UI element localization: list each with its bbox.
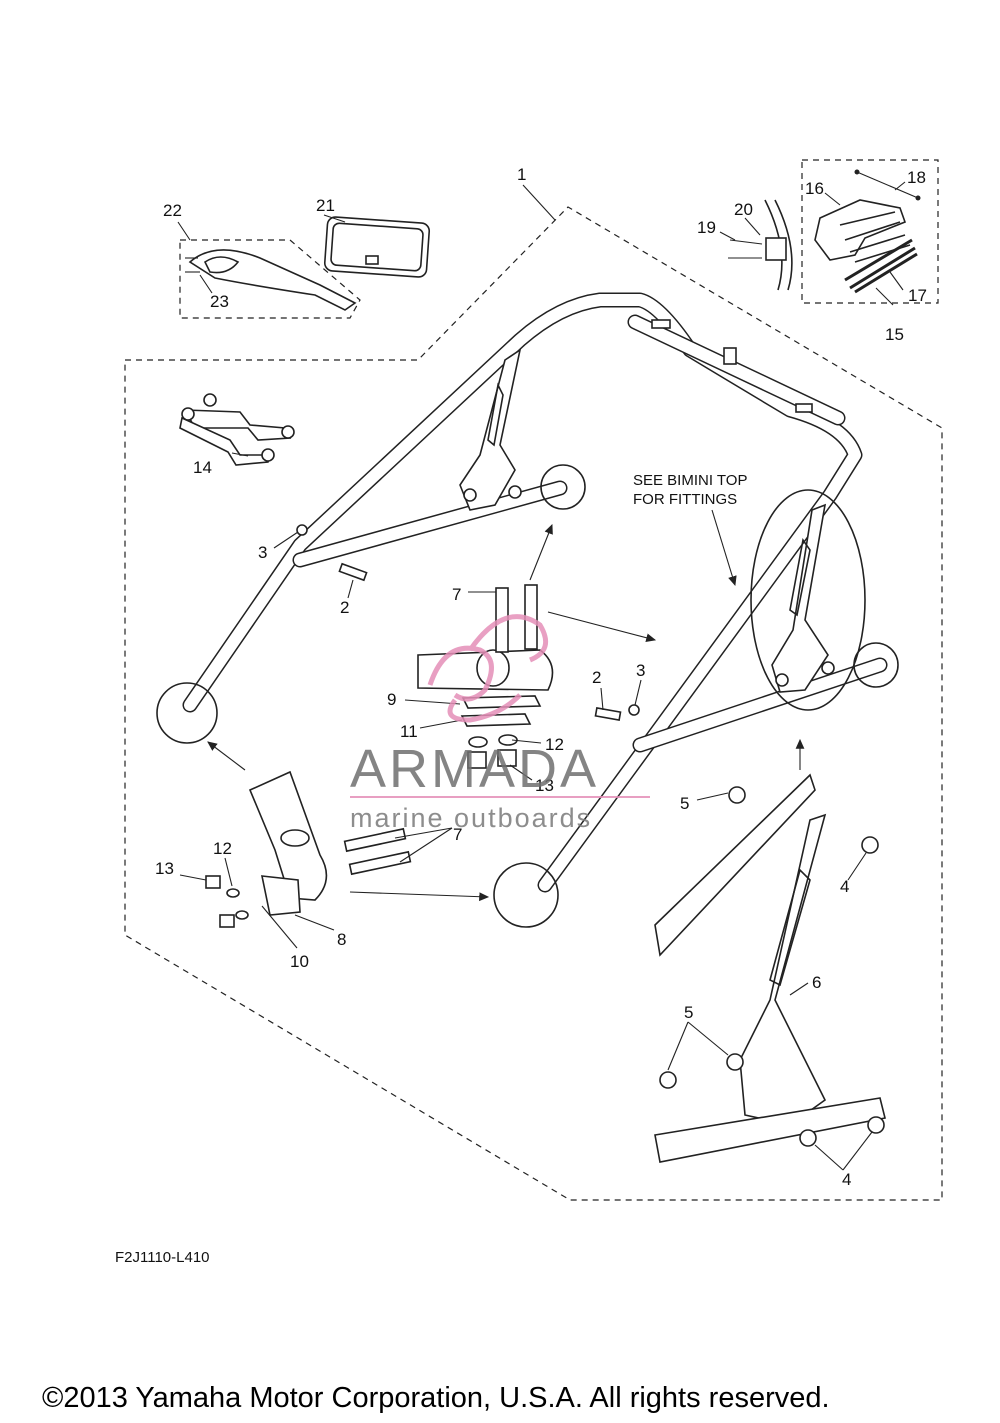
detail-circle: [540, 464, 586, 510]
callout-4: 4: [842, 1170, 851, 1189]
callout-23: 23: [210, 292, 229, 311]
mirror-bracket-22: [188, 249, 357, 311]
direction-arrows: [207, 509, 805, 902]
watermark-logo-icon: [427, 614, 549, 723]
copyright-notice: ©2013 Yamaha Motor Corporation, U.S.A. A…: [42, 1382, 830, 1414]
callout-18: 18: [907, 168, 926, 187]
mirror-group-boundary: [179, 239, 361, 319]
top-fitting: [723, 347, 737, 365]
callout-13: 13: [155, 859, 174, 878]
watermark-brand: ARMADA: [350, 739, 599, 799]
callout-11: 11: [400, 722, 418, 741]
bimini-note-line1: SEE BIMINI TOP: [633, 472, 747, 489]
callout-5: 5: [680, 794, 689, 813]
rack-group-boundary: [801, 159, 939, 304]
callout-19: 19: [697, 218, 716, 237]
callout-3: 3: [258, 543, 267, 562]
tower-frame: [182, 292, 888, 893]
callout-12: 12: [545, 735, 564, 754]
callout-6: 6: [812, 973, 821, 992]
drawing-code: F2J1110-L410: [115, 1249, 210, 1266]
clamp-detail: [417, 584, 554, 769]
callout-3: 3: [636, 661, 645, 680]
callout-21: 21: [316, 196, 335, 215]
watermark-tagline: marine outboards: [350, 803, 592, 833]
callout-2: 2: [340, 598, 349, 617]
bracket-detail-right: [654, 773, 886, 1163]
detail-circle: [853, 642, 899, 688]
detail-circle: [156, 682, 218, 744]
detail-circle: [493, 862, 559, 928]
callout-4: 4: [840, 877, 849, 896]
callout-7: 7: [452, 585, 461, 604]
rack-16-17: [728, 169, 921, 294]
mirror-21: [323, 216, 431, 278]
callout-22: 22: [163, 201, 182, 220]
mount-detail-left: [205, 770, 412, 928]
callout-16: 16: [805, 179, 824, 198]
callout-10: 10: [290, 952, 309, 971]
callout-14: 14: [193, 458, 212, 477]
callout-20: 20: [734, 200, 753, 219]
leader-lines: [177, 181, 906, 1171]
callout-12: 12: [213, 839, 232, 858]
bracket-pair-14: [179, 393, 295, 466]
callout-15: 15: [885, 325, 904, 344]
callout-17: 17: [908, 286, 927, 305]
callout-13: 13: [535, 776, 554, 795]
callout-5: 5: [684, 1003, 693, 1022]
callout-8: 8: [337, 930, 346, 949]
callout-9: 9: [387, 690, 396, 709]
bimini-note-line2: FOR FITTINGS: [633, 491, 737, 508]
detail-circle-right: [750, 489, 866, 711]
callout-2: 2: [592, 668, 601, 687]
callout-7: 7: [453, 825, 462, 844]
callout-1: 1: [517, 165, 526, 184]
armada-watermark: ARMADA marine outboards: [350, 614, 650, 833]
